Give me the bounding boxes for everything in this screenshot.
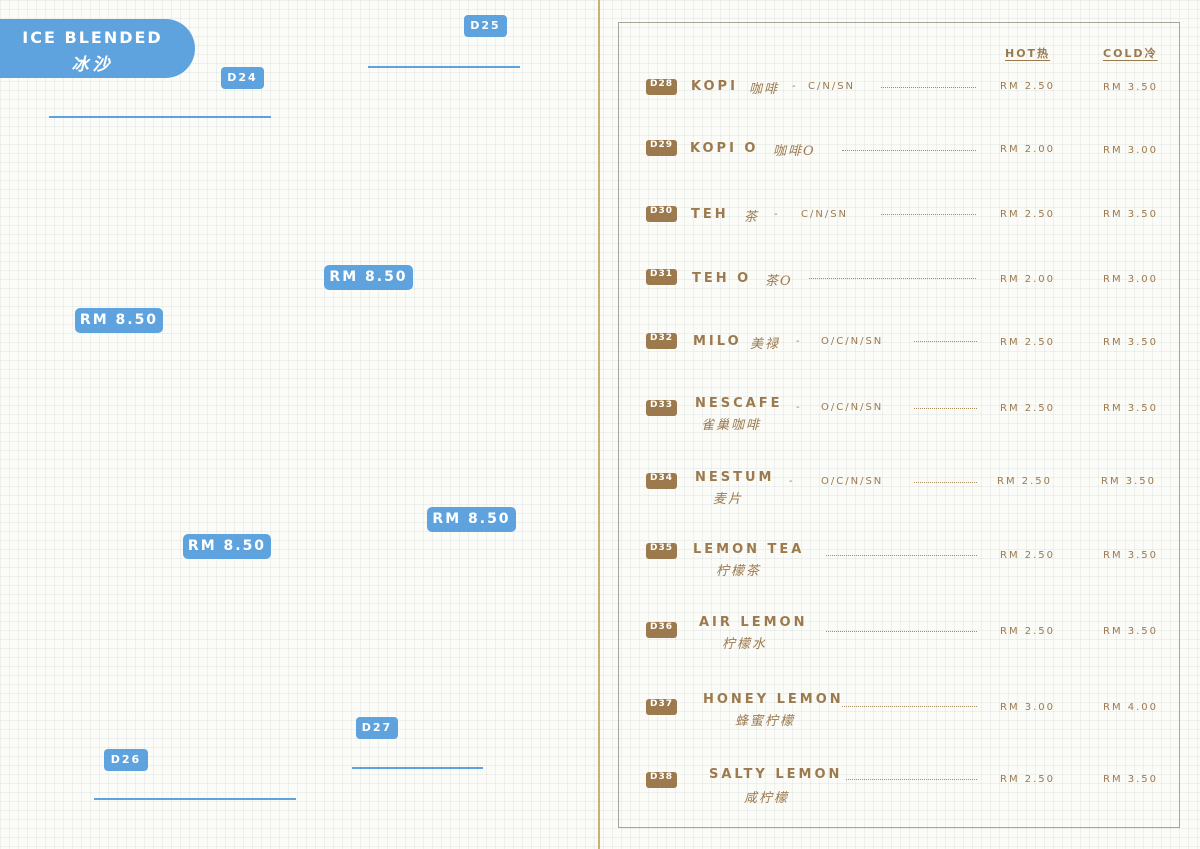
drink-name-chinese: 茶O xyxy=(765,274,793,289)
drink-code: D35 xyxy=(646,543,677,559)
drink-name: KOPI xyxy=(691,79,738,94)
item-underline-d24 xyxy=(49,116,271,118)
item-price-d24: RM 8.50 xyxy=(75,308,163,333)
drink-variants: C/N/SN xyxy=(808,81,856,92)
drink-price-hot: RM 2.50 xyxy=(997,476,1053,487)
column-header-cold: COLD冷 xyxy=(1103,47,1158,60)
drink-name-chinese: 麦片 xyxy=(713,492,744,507)
section-title-chinese: 冰沙 xyxy=(71,55,114,75)
drink-price-cold: RM 3.50 xyxy=(1103,774,1159,785)
drink-price-cold: RM 3.50 xyxy=(1101,476,1157,487)
drink-name: TEH xyxy=(691,207,729,222)
drink-dash: - xyxy=(796,336,802,347)
drink-price-hot: RM 2.50 xyxy=(1000,81,1056,92)
dotted-leader xyxy=(826,555,977,556)
drink-name-chinese: 咸柠檬 xyxy=(744,791,790,806)
drink-variants: O/C/N/SN xyxy=(821,476,884,487)
drink-name-chinese: 雀巢咖啡 xyxy=(701,418,762,433)
drink-price-hot: RM 2.50 xyxy=(1000,774,1056,785)
drink-name: NESTUM xyxy=(695,470,775,485)
dotted-leader xyxy=(826,631,977,632)
drink-price-hot: RM 2.50 xyxy=(1000,337,1056,348)
drink-price-cold: RM 3.50 xyxy=(1103,550,1159,561)
drink-price-hot: RM 3.00 xyxy=(1000,702,1056,713)
drink-name-chinese: 柠檬水 xyxy=(722,637,768,652)
item-underline-d26 xyxy=(94,798,296,800)
item-price-d25: RM 8.50 xyxy=(324,265,413,290)
drink-code: D29 xyxy=(646,140,677,156)
dotted-leader xyxy=(809,278,976,279)
dotted-leader xyxy=(881,87,976,88)
drink-name-chinese: 咖啡 xyxy=(749,82,780,97)
drink-price-cold: RM 3.00 xyxy=(1103,274,1159,285)
drink-price-cold: RM 3.00 xyxy=(1103,145,1159,156)
drink-name: HONEY LEMON xyxy=(703,692,844,707)
drink-price-cold: RM 3.50 xyxy=(1103,82,1159,93)
page-divider xyxy=(598,0,600,849)
item-code-d27: D27 xyxy=(356,717,398,739)
drink-dash: - xyxy=(796,402,802,413)
drink-code: D34 xyxy=(646,473,677,489)
dotted-leader xyxy=(881,214,976,215)
dotted-leader xyxy=(846,779,977,780)
dotted-leader xyxy=(914,408,977,409)
drink-price-hot: RM 2.00 xyxy=(1000,274,1056,285)
dotted-leader xyxy=(914,341,977,342)
drink-code: D30 xyxy=(646,206,677,222)
item-code-d24: D24 xyxy=(221,67,264,89)
drink-name: SALTY LEMON xyxy=(709,767,843,782)
drink-name: NESCAFE xyxy=(695,396,783,411)
drink-name-chinese: 蜂蜜柠檬 xyxy=(735,714,796,729)
item-code-d25: D25 xyxy=(464,15,507,37)
drink-price-cold: RM 3.50 xyxy=(1103,403,1159,414)
drink-price-hot: RM 2.00 xyxy=(1000,144,1056,155)
drink-dash: - xyxy=(774,209,780,220)
drink-name: KOPI O xyxy=(690,141,759,156)
drink-price-cold: RM 3.50 xyxy=(1103,337,1159,348)
drink-code: D28 xyxy=(646,79,677,95)
menu-frame xyxy=(618,22,1180,828)
drink-code: D33 xyxy=(646,400,677,416)
item-code-d26: D26 xyxy=(104,749,148,771)
drink-price-cold: RM 4.00 xyxy=(1103,702,1159,713)
drink-code: D37 xyxy=(646,699,677,715)
drink-price-hot: RM 2.50 xyxy=(1000,403,1056,414)
drink-code: D32 xyxy=(646,333,677,349)
drink-variants: O/C/N/SN xyxy=(821,402,884,413)
dotted-leader xyxy=(914,482,977,483)
item-underline-d25 xyxy=(368,66,520,68)
drink-price-hot: RM 2.50 xyxy=(1000,550,1056,561)
drink-code: D31 xyxy=(646,269,677,285)
drink-code: D38 xyxy=(646,772,677,788)
drink-name: AIR LEMON xyxy=(699,615,808,630)
drink-dash: - xyxy=(792,81,798,92)
drink-name-chinese: 咖啡O xyxy=(773,144,816,159)
drink-variants: C/N/SN xyxy=(801,209,849,220)
drink-name: MILO xyxy=(693,334,742,349)
dotted-leader xyxy=(842,706,977,707)
drink-name-chinese: 茶 xyxy=(744,210,760,225)
drink-price-hot: RM 2.50 xyxy=(1000,209,1056,220)
drink-price-cold: RM 3.50 xyxy=(1103,626,1159,637)
drink-name: LEMON TEA xyxy=(693,542,805,557)
item-price-d27: RM 8.50 xyxy=(427,507,516,532)
item-underline-d27 xyxy=(352,767,483,769)
drink-name-chinese: 柠檬茶 xyxy=(716,564,762,579)
column-header-hot: HOT热 xyxy=(1005,47,1051,60)
drink-name-chinese: 美禄 xyxy=(750,337,781,352)
drink-price-hot: RM 2.50 xyxy=(1000,626,1056,637)
drink-dash: - xyxy=(789,476,795,487)
dotted-leader xyxy=(842,150,976,151)
drink-name: TEH O xyxy=(692,271,752,286)
drink-price-cold: RM 3.50 xyxy=(1103,209,1159,220)
drink-code: D36 xyxy=(646,622,677,638)
item-price-d26: RM 8.50 xyxy=(183,534,271,559)
drink-variants: O/C/N/SN xyxy=(821,336,884,347)
section-banner: ICE BLENDED 冰沙 xyxy=(0,19,195,78)
section-title: ICE BLENDED xyxy=(22,28,163,47)
